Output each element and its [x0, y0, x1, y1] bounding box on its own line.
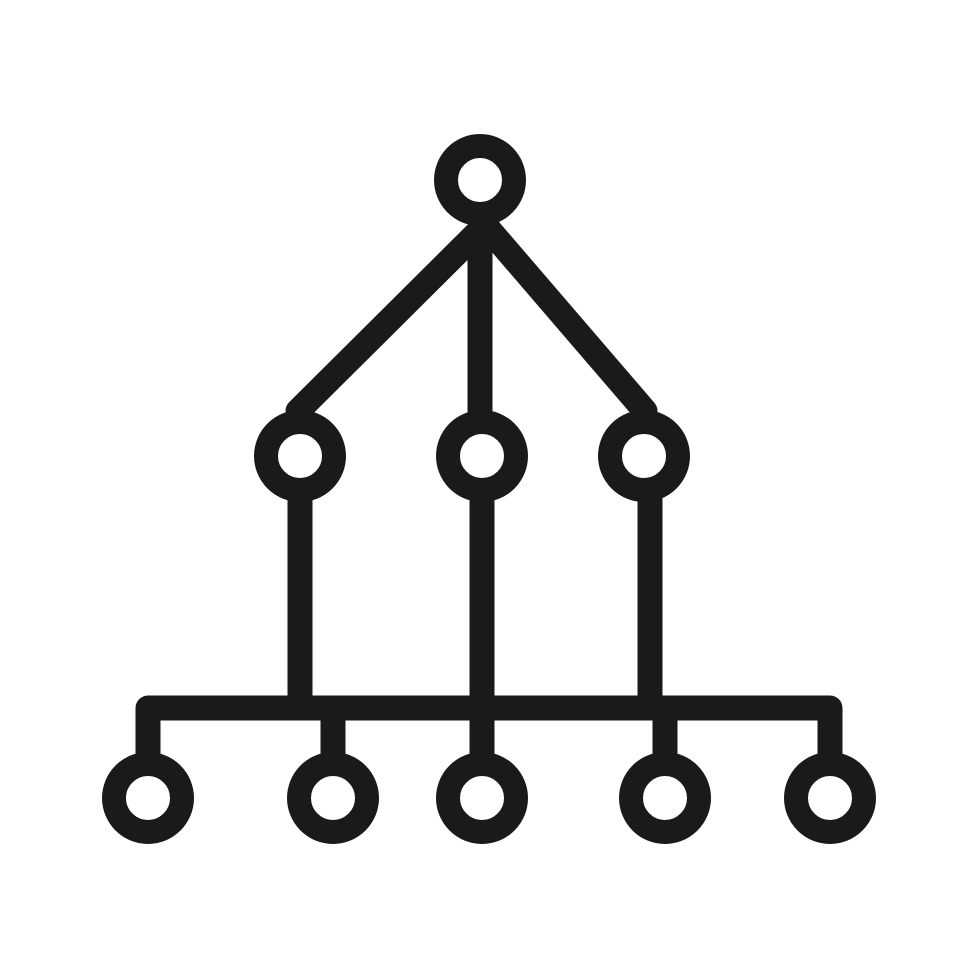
leaf-node-4 [619, 752, 711, 844]
connector-lines [135, 213, 843, 766]
edge-root-to-mid-3 [473, 213, 658, 424]
root-node [434, 134, 526, 226]
edge-root-to-mid-1 [285, 217, 493, 424]
mid-node-2 [436, 410, 528, 502]
tree-nodes [102, 134, 876, 844]
mid-node-3 [598, 410, 690, 502]
bus-line [135, 695, 843, 766]
leaf-node-5 [784, 752, 876, 844]
leaf-node-3 [436, 752, 528, 844]
mid-node-1 [254, 410, 346, 502]
leaf-node-1 [102, 752, 194, 844]
leaf-node-2 [287, 752, 379, 844]
